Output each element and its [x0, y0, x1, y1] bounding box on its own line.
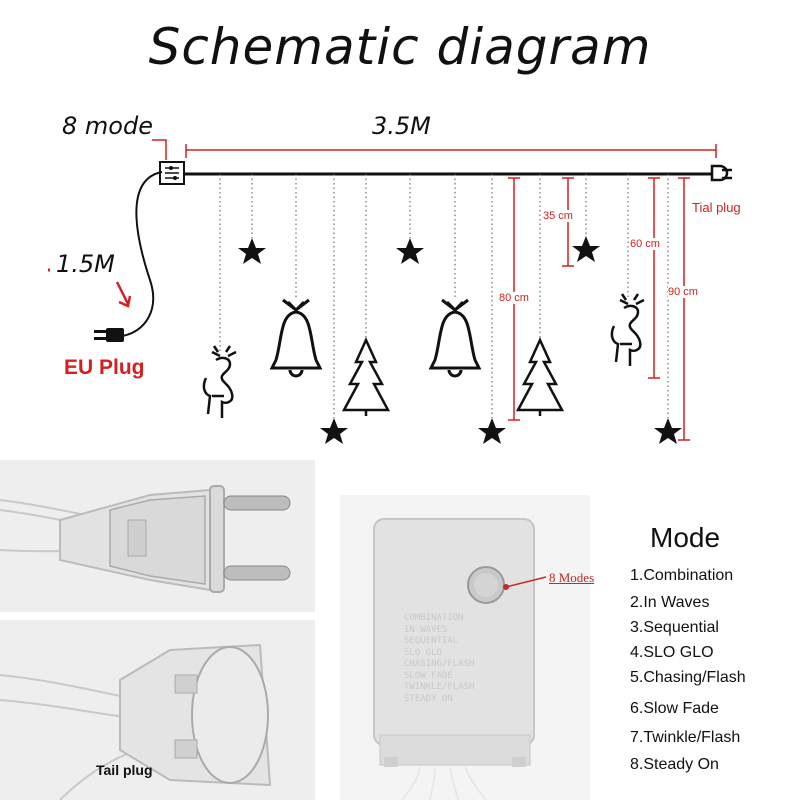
mode-item: 7.Twinkle/Flash [630, 729, 741, 746]
bell-icon [428, 298, 482, 378]
star-icon [478, 418, 506, 444]
star-ornaments [238, 236, 682, 444]
mode-item: 3.Sequential [630, 619, 719, 636]
power-cord [121, 171, 163, 337]
star-icon [396, 238, 424, 264]
length-dimension [185, 144, 717, 158]
cm90-label: 90 cm [668, 286, 698, 298]
cm35-label: 35 cm [543, 210, 573, 222]
eu-plug-icon [94, 328, 124, 342]
eu-plug-label: EU Plug [64, 356, 145, 379]
cm80-label: 80 cm [499, 292, 529, 304]
controller-photo: COMBINATION IN WAVES SEQUENTIAL SLO GLO … [340, 495, 590, 800]
arrow-icon [115, 281, 132, 308]
mode-item: 2.In Waves [630, 594, 710, 611]
star-icon [654, 418, 682, 444]
controller-print-line: SEQUENTIAL [404, 636, 459, 646]
light-strands [219, 174, 669, 418]
tree-icon [341, 336, 391, 416]
controller-box-icon [159, 161, 185, 185]
star-icon [238, 238, 266, 264]
mode-box-label: 8 mode [62, 112, 153, 140]
diagram-title: Schematic diagram [148, 18, 652, 76]
mode-item: 4.SLO GLO [630, 644, 714, 661]
cm-dimension-lines [508, 177, 690, 441]
bell-icon [269, 298, 323, 378]
reindeer-icon [610, 293, 645, 366]
controller-print-line: STEADY ON [404, 693, 453, 704]
cm60-label: 60 cm [630, 238, 660, 250]
length-main-label: 3.5M [372, 112, 431, 140]
controller-print-line: IN WAVES [404, 624, 448, 635]
eu-plug-photo [0, 460, 315, 612]
mode-heading: Mode [650, 522, 721, 553]
schematic-drawing [48, 139, 732, 444]
controller-print-line: COMBINATION [404, 613, 464, 623]
star-icon [320, 418, 348, 444]
tail-plug-photo: Tail plug [0, 620, 315, 800]
controller-printed-modes: COMBINATION IN WAVES SEQUENTIAL SLO GLO … [404, 613, 474, 705]
tail-plug-connector-icon [710, 164, 732, 182]
mode-item: 5.Chasing/Flash [630, 669, 746, 686]
tail-plug-photo-label: Tail plug [96, 762, 153, 778]
mode-item: 1.Combination [630, 567, 734, 584]
star-icon [572, 236, 600, 262]
controller-print-line: TWINKLE/FLASH [404, 682, 475, 692]
mode-item: 8.Steady On [630, 756, 719, 773]
modes-pointer-label: 8 Modes [549, 570, 595, 585]
controller-print-line: SLO GLO [404, 647, 442, 658]
mode-item: 6.Slow Fade [630, 700, 719, 717]
controller-print-line: CHASING/FLASH [404, 659, 475, 669]
tail-plug-label: Tial plug [692, 200, 741, 215]
controller-print-line: SLOW FADE [404, 670, 453, 681]
reindeer-icon [202, 345, 237, 418]
cord-length-label: 1.5M [56, 250, 115, 278]
tree-icon [515, 336, 565, 416]
